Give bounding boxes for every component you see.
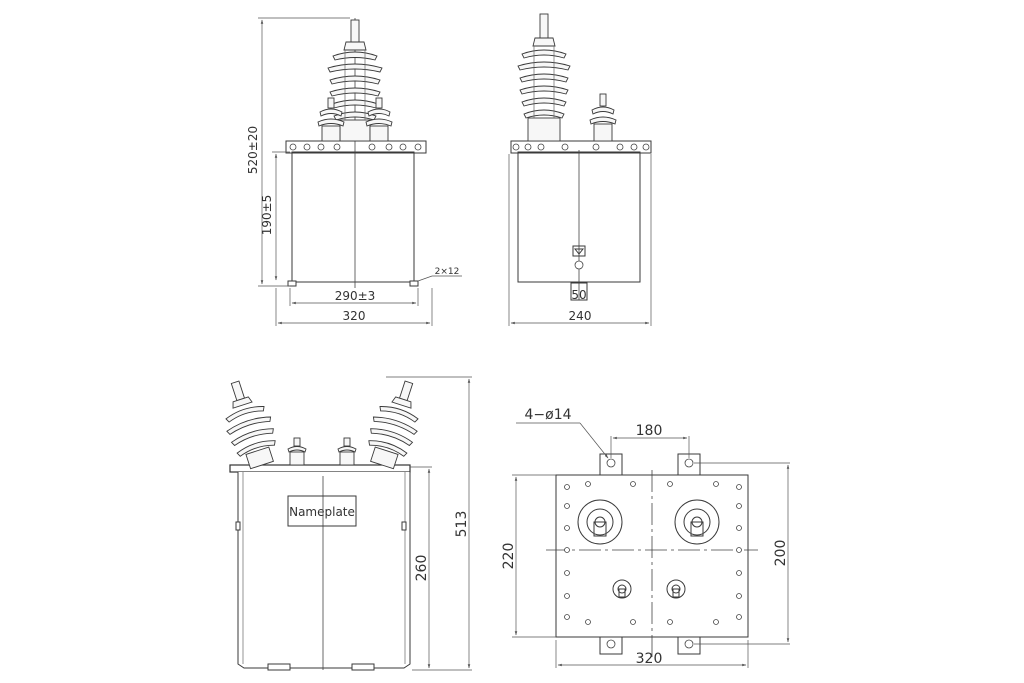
front-base-span-label: 290±3 — [335, 289, 376, 303]
front-left-small-bushing — [317, 97, 345, 142]
iso-nameplate — [287, 495, 357, 527]
iso-total-height-label: 513 — [454, 511, 470, 538]
side-small-bushing — [589, 93, 617, 142]
plan-hole-spacing-label: 180 — [636, 423, 663, 439]
plan-hole-depth-label: 200 — [773, 540, 789, 567]
front-main-bushing — [327, 19, 383, 142]
plan-view: 4−ø14 180 220 200 320 — [501, 407, 790, 668]
plan-holes-label: 4−ø14 — [524, 407, 571, 423]
iso-left-main-bushing — [225, 380, 276, 470]
plan-small-bushing-right — [666, 579, 686, 599]
plan-main-bushing-left — [577, 499, 623, 545]
plan-main-bushing-right — [674, 499, 720, 545]
iso-small-bushing-right — [337, 437, 357, 466]
plan-lug-bottom-left — [599, 636, 623, 655]
front-tank-height-label: 190±5 — [260, 195, 274, 236]
side-main-bushing — [517, 13, 571, 142]
front-total-height-label: 520±20 — [246, 126, 260, 174]
side-terminal-label: 50 — [571, 288, 586, 302]
front-right-small-bushing — [365, 97, 393, 142]
iso-small-bushing-left — [287, 437, 307, 466]
front-tank — [291, 151, 415, 283]
side-flange-bolts — [512, 143, 650, 151]
iso-nameplate-text: Nameplate — [289, 505, 355, 519]
front-width-label: 320 — [343, 309, 366, 323]
plan-depth-label: 220 — [501, 543, 517, 570]
side-cover-flange — [510, 140, 652, 154]
iso-view: Nameplate — [225, 376, 472, 671]
side-view: 50 240 — [508, 13, 652, 326]
side-ground-terminal — [570, 245, 588, 301]
iso-tank-height-label: 260 — [414, 555, 430, 582]
plan-lug-bottom-right — [677, 636, 701, 655]
front-flange-bolts — [289, 143, 422, 151]
plan-small-bushing-left — [612, 579, 632, 599]
front-view: 520±20 190±5 2×12 290±3 320 — [246, 17, 462, 326]
plan-width-label: 320 — [636, 651, 663, 667]
side-width-label: 240 — [569, 309, 592, 323]
iso-right-main-bushing — [368, 380, 419, 470]
iso-tank — [237, 472, 411, 669]
front-foot-label: 2×12 — [435, 267, 460, 277]
plan-perimeter-bolts — [564, 481, 742, 625]
